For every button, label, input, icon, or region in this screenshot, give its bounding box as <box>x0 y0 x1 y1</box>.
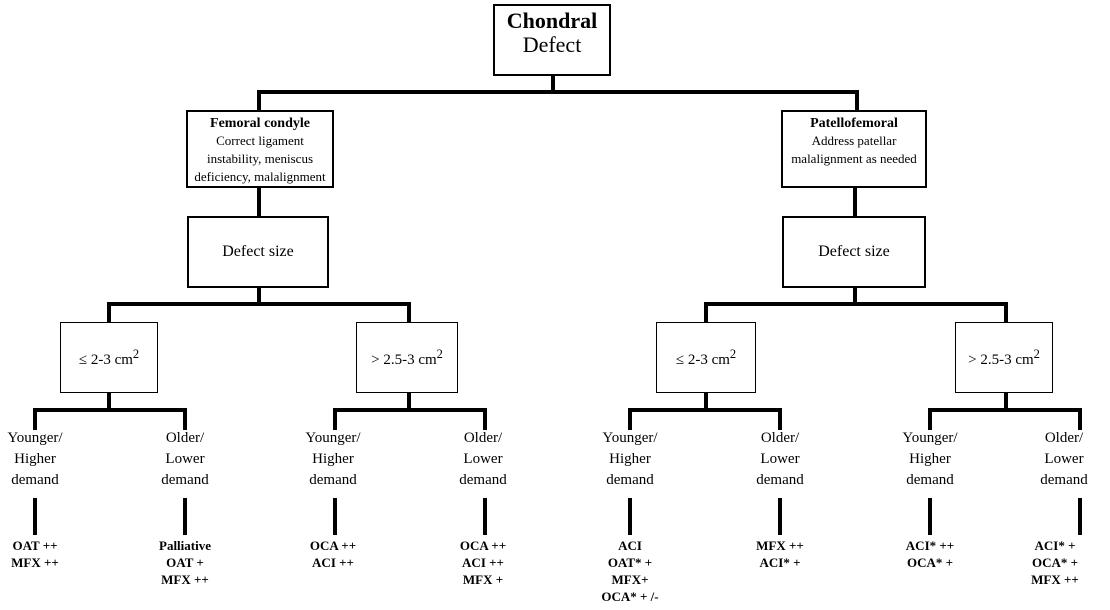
branch-title: Patellofemoral <box>810 116 898 131</box>
range-box-femoral-small: ≤ 2-3 cm2 <box>60 322 158 393</box>
branch-box-patellofemoral: Patellofemoral Address patellar malalign… <box>781 110 927 188</box>
branch-box-femoral-condyle: Femoral condyle Correct ligament instabi… <box>186 110 334 188</box>
recommendation-list: OCA ++ACI ++ <box>309 538 357 570</box>
range-box-patellofemoral-large: > 2.5-3 cm2 <box>955 322 1053 393</box>
defect-size-box-femoral: Defect size <box>187 216 329 288</box>
range-label: ≤ 2-3 cm2 <box>675 346 737 368</box>
defect-size-box-patellofemoral: Defect size <box>782 216 926 288</box>
recommendation-list: OAT ++MFX ++ <box>11 538 59 570</box>
recommendation-list: ACI* +OCA* +MFX ++ <box>1031 538 1079 587</box>
recommendation-list: MFX ++ACI* + <box>756 538 804 570</box>
range-box-patellofemoral-small: ≤ 2-3 cm2 <box>656 322 756 393</box>
root-title: Chondral <box>506 8 598 33</box>
range-label: ≤ 2-3 cm2 <box>78 346 140 368</box>
recommendation-list: ACI* ++OCA* + <box>905 538 955 570</box>
range-label: > 2.5-3 cm2 <box>968 346 1040 368</box>
root-subtitle: Defect <box>522 32 582 57</box>
root-box: Chondral Defect <box>493 4 611 76</box>
range-label: > 2.5-3 cm2 <box>371 346 443 368</box>
defect-size-label: Defect size <box>222 243 294 260</box>
range-box-femoral-large: > 2.5-3 cm2 <box>356 322 458 393</box>
branch-description: Address patellar malalignment as needed <box>791 133 917 166</box>
branch-description: Correct ligament instability, meniscus d… <box>194 133 326 184</box>
defect-size-label: Defect size <box>818 243 890 260</box>
recommendation-list: OCA ++ACI ++MFX + <box>459 538 507 587</box>
branch-title: Femoral condyle <box>210 116 310 131</box>
